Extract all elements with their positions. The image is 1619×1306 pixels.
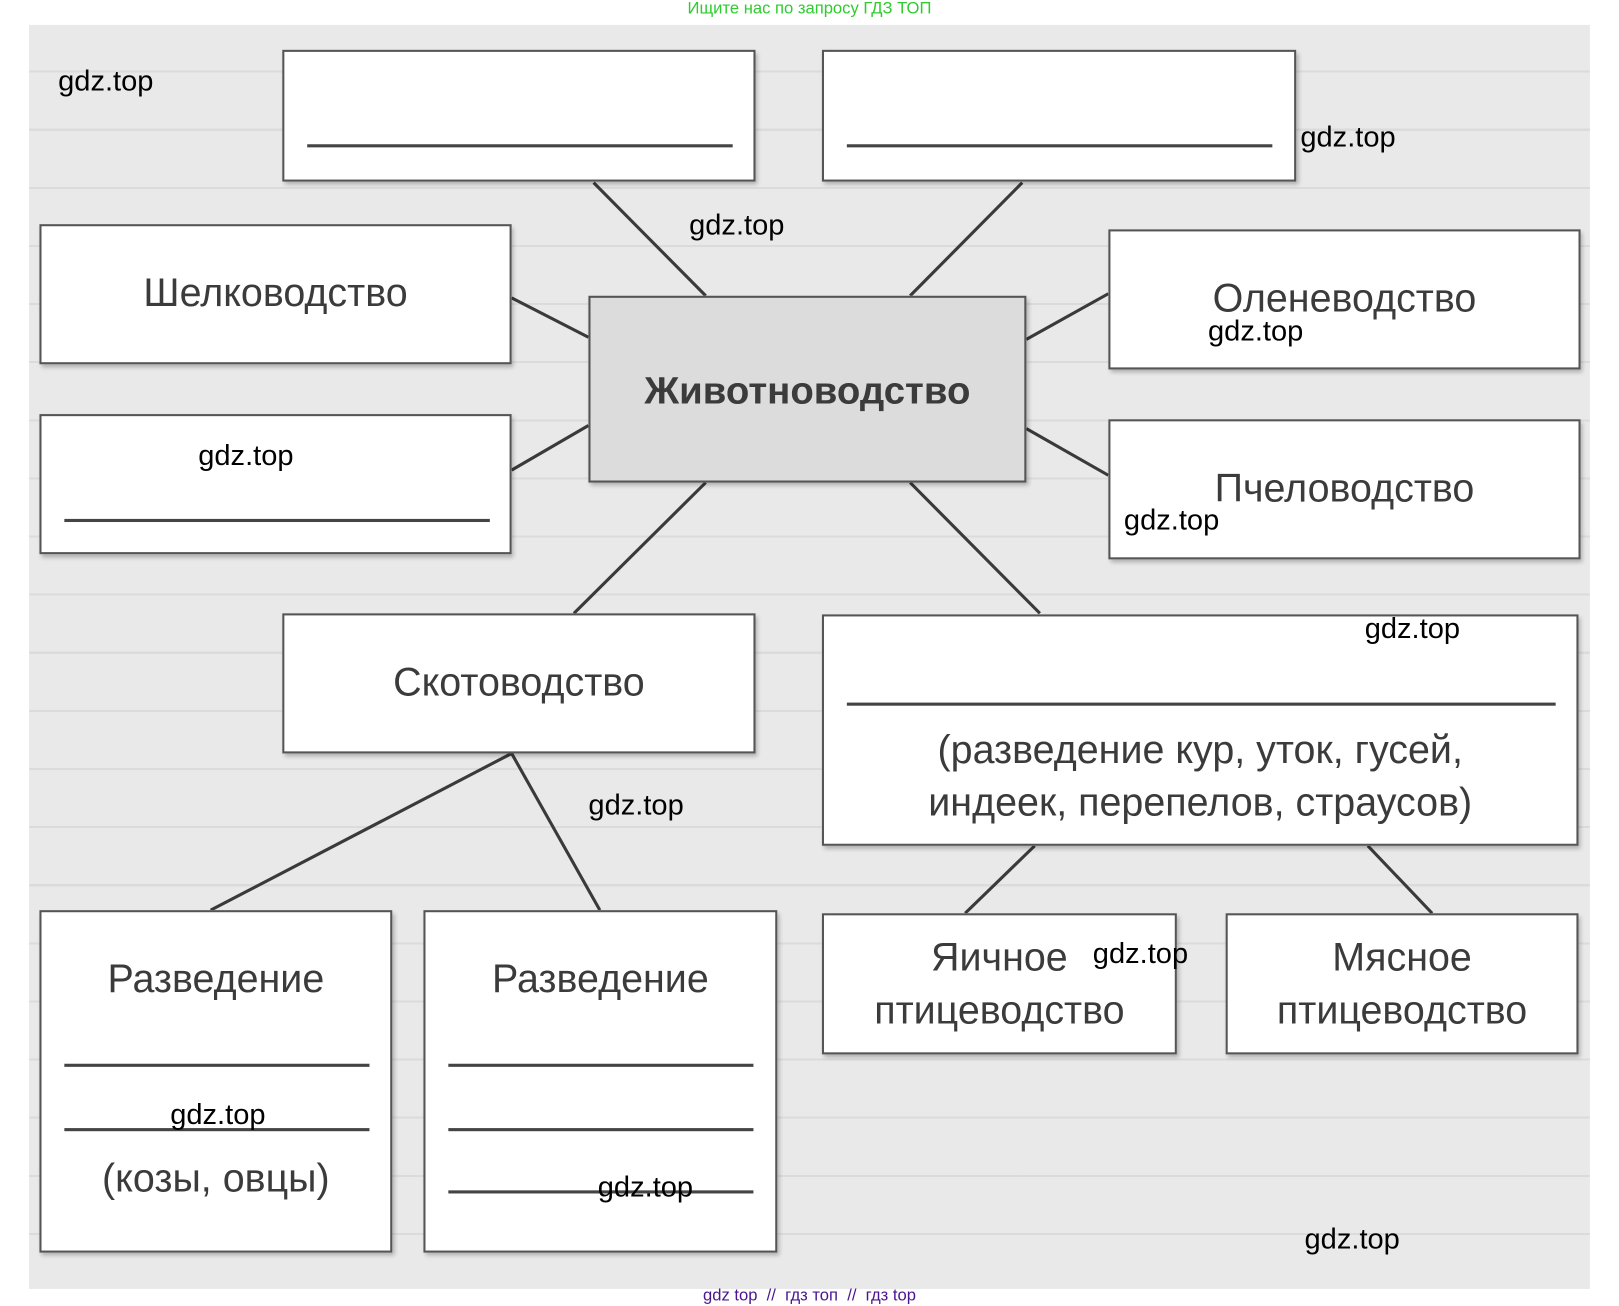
watermark: gdz.top [588,788,684,821]
watermark: gdz.top [597,1170,694,1203]
box-label: Пчеловодство [1214,467,1475,511]
watermark: gdz.top [1304,1222,1400,1255]
box-label-2: птицеводство [874,989,1125,1033]
center-label: Животноводство [644,369,971,413]
box-reindeer-herding: Оленеводство [1108,229,1581,370]
box-cattle-breeding: Скотоводство [282,613,756,754]
box-poultry: (разведение кур, уток, гусей, индеек, пе… [821,614,1579,846]
box-sericulture: Шелководство [39,224,512,365]
box-label: Шелководство [143,271,408,316]
box-meat-poultry: Мясное птицеводство [1225,913,1579,1055]
connector [1025,292,1110,341]
connector [909,481,1041,615]
box-animal-husbandry: Животноводство [588,295,1027,483]
blank-box-left [39,414,512,555]
poultry-note-line-1: (разведение кур, уток, гусей, [937,728,1463,773]
watermark: gdz.top [1300,120,1396,153]
poultry-note-line-2: индеек, перепелов, страусов) [928,781,1473,826]
answer-line[interactable] [448,1128,754,1132]
connector [510,424,590,472]
box-label-1: Яичное [931,936,1068,980]
box-label: Разведение [491,957,709,1002]
box-label: Разведение [107,957,325,1002]
connector [592,181,707,297]
connector [572,481,707,615]
box-breeding-left: Разведение (козы, овцы) [39,910,393,1253]
connector [964,844,1036,915]
blank-box-top-right [821,49,1297,182]
answer-line[interactable] [846,144,1273,148]
box-beekeeping: Пчеловодство [1108,419,1581,560]
answer-line[interactable] [846,702,1556,706]
answer-line[interactable] [64,1128,370,1132]
connector [510,296,590,339]
watermark: gdz.top [1092,937,1189,970]
box-label: Скотоводство [393,661,645,705]
box-note: (козы, овцы) [102,1157,330,1201]
connector [1025,427,1110,477]
footer-watermark: gdz top // гдз топ // гдз top [702,1286,916,1305]
answer-line[interactable] [64,1063,370,1067]
box-label: Оленеводство [1212,277,1477,321]
watermark: gdz.top [689,208,785,241]
watermark: gdz.top [58,64,154,97]
watermark: gdz.top [198,438,294,472]
box-breeding-middle: Разведение [423,910,778,1253]
top-banner: Ищите нас по запросу ГДЗ ТОП [687,0,932,18]
answer-line[interactable] [64,518,490,523]
answer-line[interactable] [448,1063,754,1067]
watermark: gdz.top [170,1097,266,1131]
watermark: gdz.top [1123,503,1220,536]
connector [510,752,602,911]
box-egg-poultry: Яичное птицеводство [821,913,1177,1055]
blank-box-top-left [282,49,756,182]
box-label-2: птицеводство [1276,989,1528,1033]
answer-line[interactable] [448,1190,754,1194]
box-label-1: Мясное [1332,936,1472,980]
watermark: gdz.top [1364,612,1461,645]
connector [909,181,1024,297]
watermark: gdz.top [1207,314,1304,347]
answer-line[interactable] [307,144,733,148]
connector [209,752,513,912]
connector [1366,844,1434,915]
